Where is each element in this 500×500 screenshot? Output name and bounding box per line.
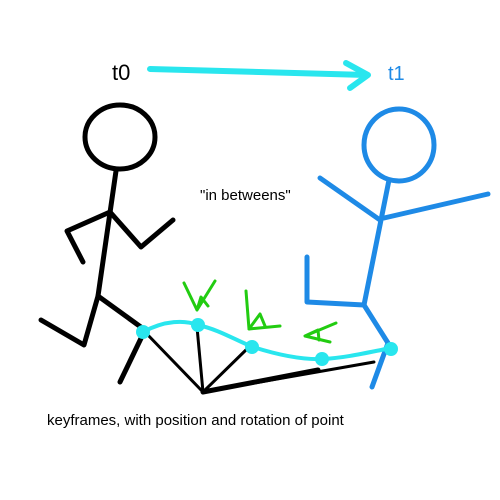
end-figure-leg-front <box>361 302 391 390</box>
rotation-marker <box>303 321 338 344</box>
end-figure-leg-back <box>304 254 367 308</box>
keyframe-point <box>384 342 398 356</box>
timeline-arrow-shaft <box>147 66 370 78</box>
keyframe-point <box>245 340 259 354</box>
start-figure-head <box>82 102 158 172</box>
in-betweens-label: "in betweens" <box>200 187 291 204</box>
end-figure-arm-left <box>317 175 383 223</box>
start-figure-arm-right <box>107 209 176 250</box>
end-figure-arm-right <box>381 191 491 221</box>
pivot-line <box>201 344 252 394</box>
keyframe-points <box>136 318 398 366</box>
pivot-line-heavy <box>200 367 321 395</box>
t0-label: t0 <box>112 60 131 85</box>
rotation-marker <box>244 289 282 331</box>
rotation-markers <box>182 279 338 344</box>
start-figure-leg-front <box>95 293 148 385</box>
end-figure-head <box>361 106 437 184</box>
pivot-line <box>195 325 205 394</box>
end-figure <box>304 106 491 390</box>
pivot-line <box>143 330 205 394</box>
t1-label: t1 <box>388 63 405 85</box>
end-figure-body <box>361 177 392 308</box>
timeline-arrow <box>147 60 371 91</box>
start-figure <box>38 102 176 385</box>
keyframe-point <box>315 352 329 366</box>
keyframe-point <box>191 318 205 332</box>
caption: keyframes, with position and rotation of… <box>47 412 344 429</box>
start-figure-arm-left <box>64 209 113 265</box>
pivot-lines <box>143 325 376 395</box>
timeline-arrow-head <box>343 60 371 91</box>
keyframe-point <box>136 325 150 339</box>
start-figure-leg-back <box>38 293 101 348</box>
rotation-marker <box>182 279 217 312</box>
start-figure-body <box>95 168 119 299</box>
